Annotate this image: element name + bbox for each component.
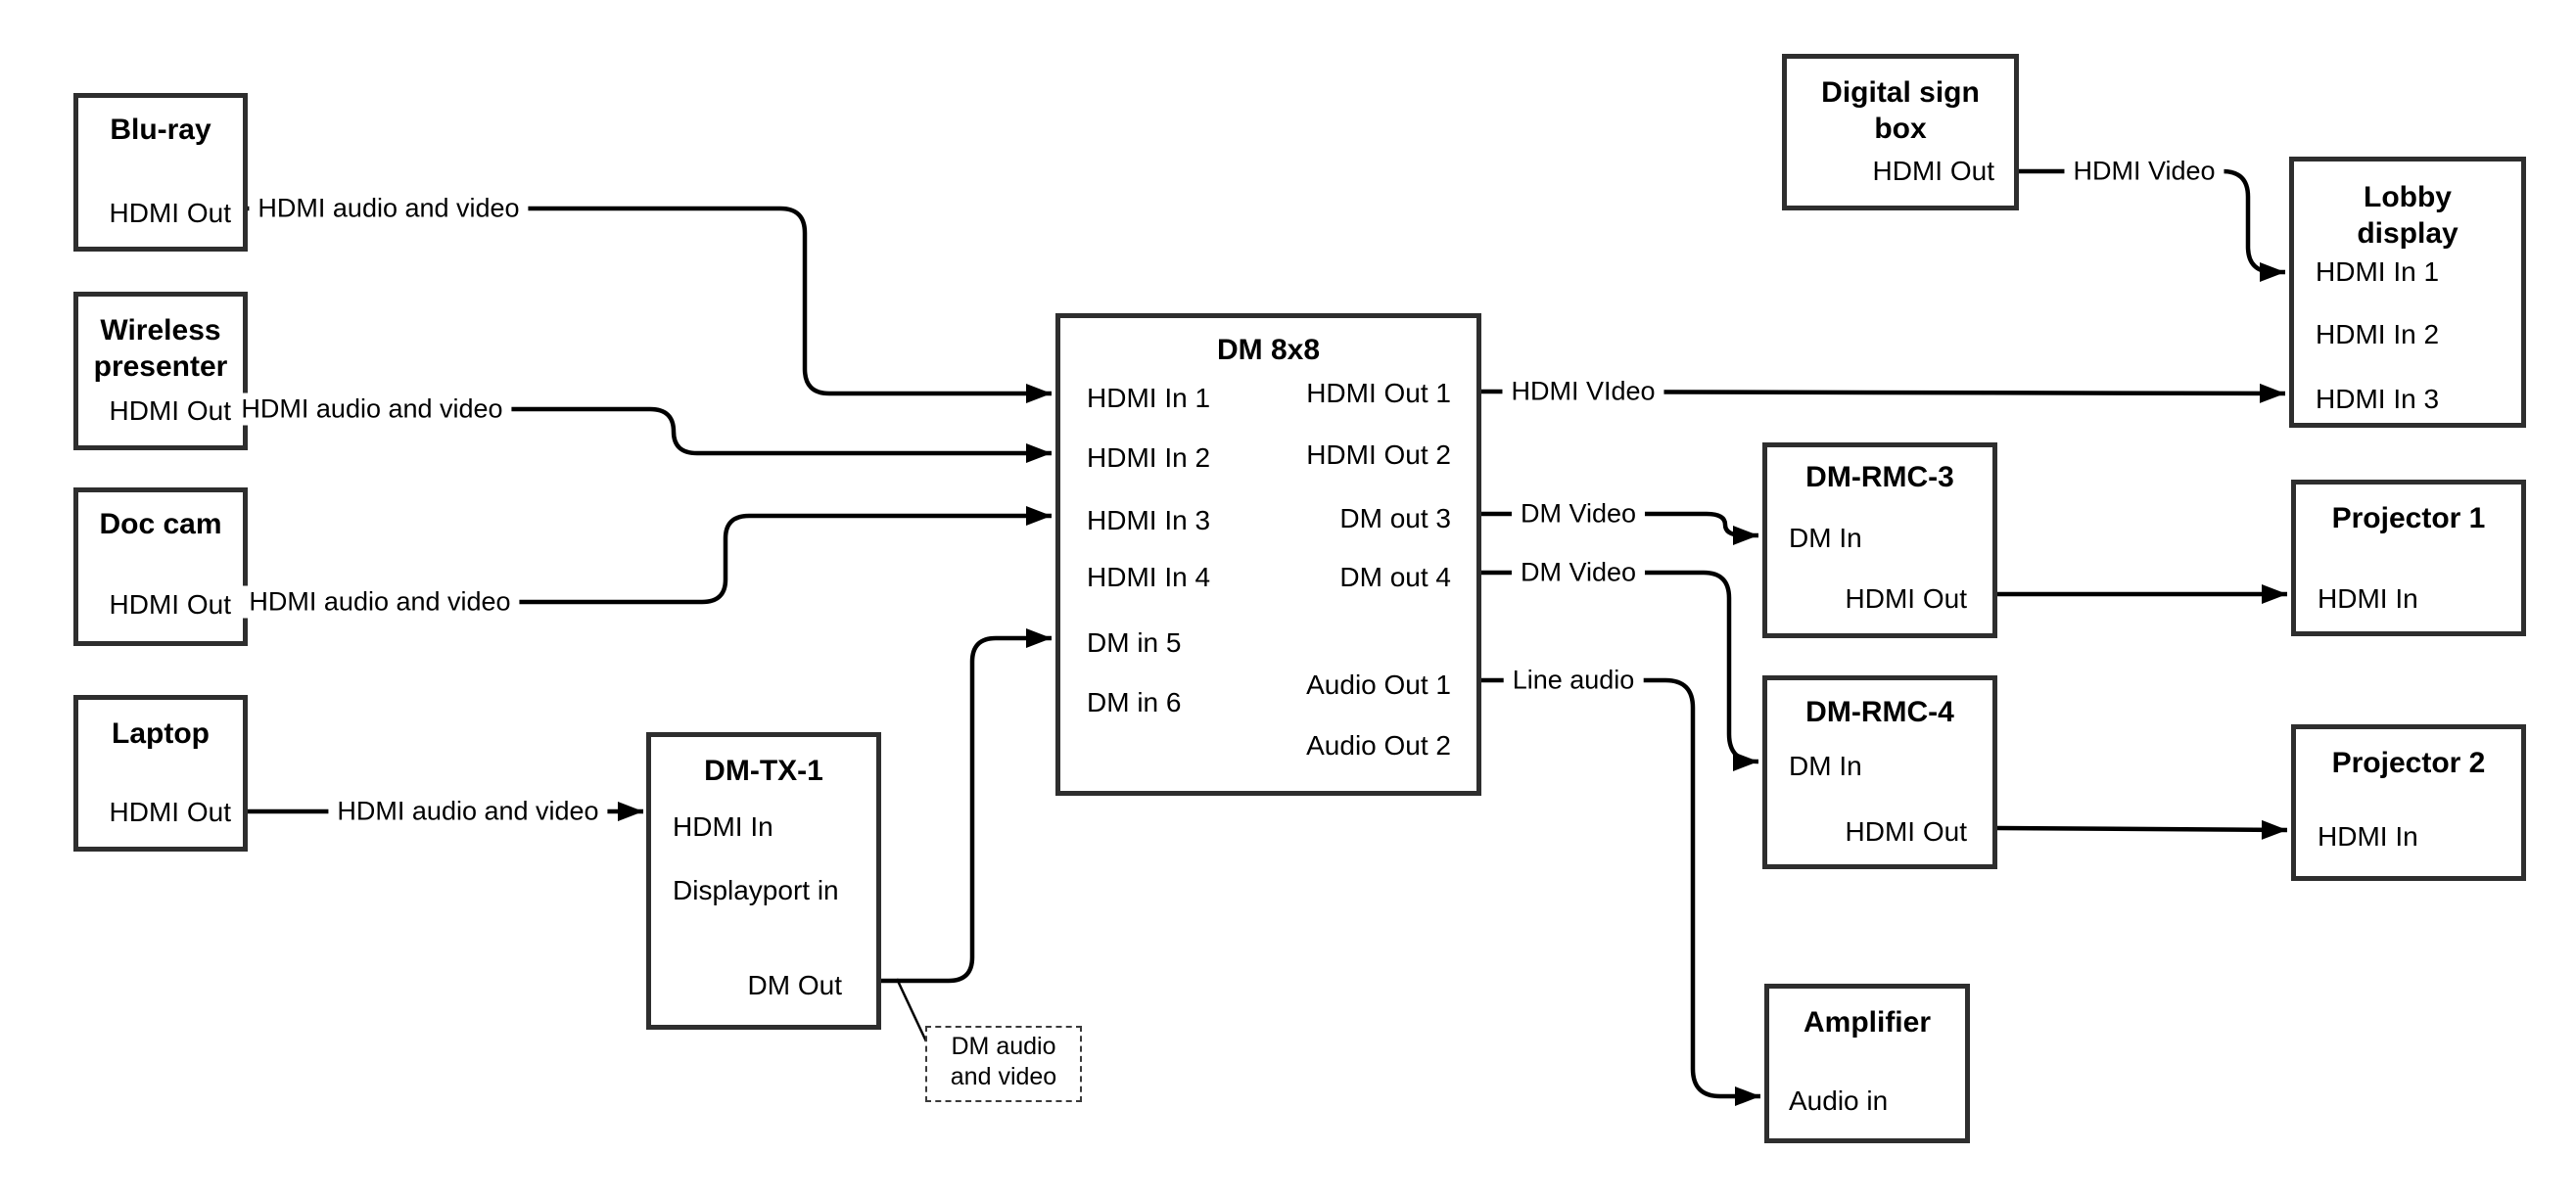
port-dm8x8-dm-in-5: DM in 5 — [1087, 627, 1182, 658]
label-laptop-connection: HDMI audio and video — [328, 795, 608, 828]
port-lobby-hdmi-in-2: HDMI In 2 — [2316, 319, 2440, 349]
port-rmc3-dm-in: DM In — [1789, 523, 1862, 553]
annotation-dm-audio-and-video: DM audio and video — [925, 1026, 1082, 1102]
port-laptop-hdmi-out: HDMI Out — [109, 797, 231, 827]
label-wireless-connection: HDMI audio and video — [232, 393, 512, 426]
port-dm8x8-hdmi-in-1: HDMI In 1 — [1087, 383, 1211, 413]
node-dm-rmc-4-title: DM-RMC-4 — [1805, 696, 1954, 728]
node-dm-rmc-3[interactable]: DM-RMC-3 DM In HDMI Out — [1762, 442, 1997, 638]
port-dmtx1-dm-out: DM Out — [747, 970, 842, 1000]
connector-dm8x8-dmout3-to-rmc3-dmin[interactable] — [1481, 511, 1758, 545]
connector-dmtx1-dmout-to-dm8x8-in5[interactable] — [881, 628, 1052, 984]
port-dm8x8-dm-in-6: DM in 6 — [1087, 687, 1182, 717]
node-projector-1[interactable]: Projector 1 HDMI In — [2291, 480, 2526, 636]
node-dm-tx-1[interactable]: DM-TX-1 HDMI In Displayport in DM Out — [646, 732, 881, 1030]
port-projector1-hdmi-in: HDMI In — [2318, 583, 2418, 614]
port-rmc4-hdmi-out: HDMI Out — [1845, 816, 1967, 847]
node-bluray-title: Blu-ray — [110, 114, 211, 146]
port-wireless-hdmi-out: HDMI Out — [109, 395, 231, 426]
node-wireless-presenter-title: Wireless presenter — [93, 314, 228, 383]
port-amplifier-audio-in: Audio in — [1789, 1086, 1889, 1116]
node-dm-rmc-3-title: DM-RMC-3 — [1805, 461, 1954, 493]
port-dm8x8-audio-out-1: Audio Out 1 — [1306, 670, 1451, 700]
label-bluray-connection: HDMI audio and video — [249, 192, 529, 225]
port-rmc4-dm-in: DM In — [1789, 751, 1862, 781]
node-digital-sign-box-title: Digital sign box — [1821, 76, 1980, 145]
port-dm8x8-dm-out-4: DM out 4 — [1339, 562, 1451, 592]
port-lobby-hdmi-in-1: HDMI In 1 — [2316, 256, 2440, 287]
connector-bluray-to-dm8x8-in1[interactable] — [248, 206, 1052, 403]
port-dm8x8-hdmi-in-3: HDMI In 3 — [1087, 505, 1211, 535]
port-projector2-hdmi-in: HDMI In — [2318, 821, 2418, 852]
annotation-leader-line — [895, 978, 928, 1042]
port-lobby-hdmi-in-3: HDMI In 3 — [2316, 384, 2440, 414]
port-bluray-hdmi-out: HDMI Out — [109, 198, 231, 228]
port-dm8x8-hdmi-out-1: HDMI Out 1 — [1306, 378, 1451, 408]
node-laptop-title: Laptop — [112, 717, 210, 750]
node-wireless-presenter[interactable]: Wireless presenter HDMI Out — [73, 292, 248, 450]
label-hdmi-out1-connection: HDMI VIdeo — [1502, 375, 1664, 408]
port-digitalsign-hdmi-out: HDMI Out — [1872, 156, 1994, 186]
port-dmtx1-displayport-in: Displayport in — [673, 875, 839, 905]
port-dm8x8-hdmi-in-2: HDMI In 2 — [1087, 442, 1211, 473]
node-dm-8x8-title: DM 8x8 — [1216, 334, 1321, 366]
port-rmc3-hdmi-out: HDMI Out — [1845, 583, 1967, 614]
connector-dm8x8-dmout4-to-rmc4-dmin[interactable] — [1481, 570, 1758, 771]
label-audio-out1-connection: Line audio — [1503, 664, 1644, 697]
port-dm8x8-hdmi-out-2: HDMI Out 2 — [1306, 439, 1451, 470]
connector-dm8x8-audioout1-to-amplifier[interactable] — [1481, 677, 1760, 1106]
node-dm-tx-1-title: DM-TX-1 — [704, 755, 823, 787]
node-laptop[interactable]: Laptop HDMI Out — [73, 695, 248, 852]
node-amplifier-title: Amplifier — [1803, 1006, 1932, 1039]
node-digital-sign-box[interactable]: Digital sign box HDMI Out — [1782, 54, 2019, 210]
port-doccam-hdmi-out: HDMI Out — [109, 589, 231, 620]
connector-digitalsign-to-lobby-in1[interactable] — [2019, 168, 2285, 282]
node-projector-2[interactable]: Projector 2 HDMI In — [2291, 724, 2526, 881]
node-dm-8x8[interactable]: DM 8x8 HDMI In 1 HDMI In 2 HDMI In 3 HDM… — [1055, 313, 1481, 796]
node-amplifier[interactable]: Amplifier Audio in — [1764, 984, 1970, 1143]
node-dm-rmc-4[interactable]: DM-RMC-4 DM In HDMI Out — [1762, 675, 1997, 869]
label-dm-out4-connection: DM Video — [1511, 556, 1646, 589]
node-bluray[interactable]: Blu-ray HDMI Out — [73, 93, 248, 252]
node-lobby-display-title: Lobby display — [2357, 181, 2459, 250]
label-dm-out3-connection: DM Video — [1511, 497, 1646, 531]
port-dm8x8-dm-out-3: DM out 3 — [1339, 503, 1451, 533]
port-dm8x8-hdmi-in-4: HDMI In 4 — [1087, 562, 1211, 592]
label-digitalsign-connection: HDMI Video — [2064, 155, 2225, 188]
node-doc-cam[interactable]: Doc cam HDMI Out — [73, 487, 248, 646]
connector-doccam-to-dm8x8-in3[interactable] — [248, 506, 1052, 605]
connector-wireless-to-dm8x8-in2[interactable] — [248, 406, 1052, 463]
node-projector-2-title: Projector 2 — [2331, 747, 2486, 779]
port-dmtx1-hdmi-in: HDMI In — [673, 811, 773, 842]
node-projector-1-title: Projector 1 — [2331, 502, 2486, 534]
node-lobby-display[interactable]: Lobby display HDMI In 1 HDMI In 2 HDMI I… — [2289, 157, 2526, 428]
connector-rmc4-hdmiout-to-projector2[interactable] — [1996, 819, 2288, 840]
node-doc-cam-title: Doc cam — [99, 508, 222, 540]
label-doccam-connection: HDMI audio and video — [240, 585, 520, 619]
port-dm8x8-audio-out-2: Audio Out 2 — [1306, 730, 1451, 761]
